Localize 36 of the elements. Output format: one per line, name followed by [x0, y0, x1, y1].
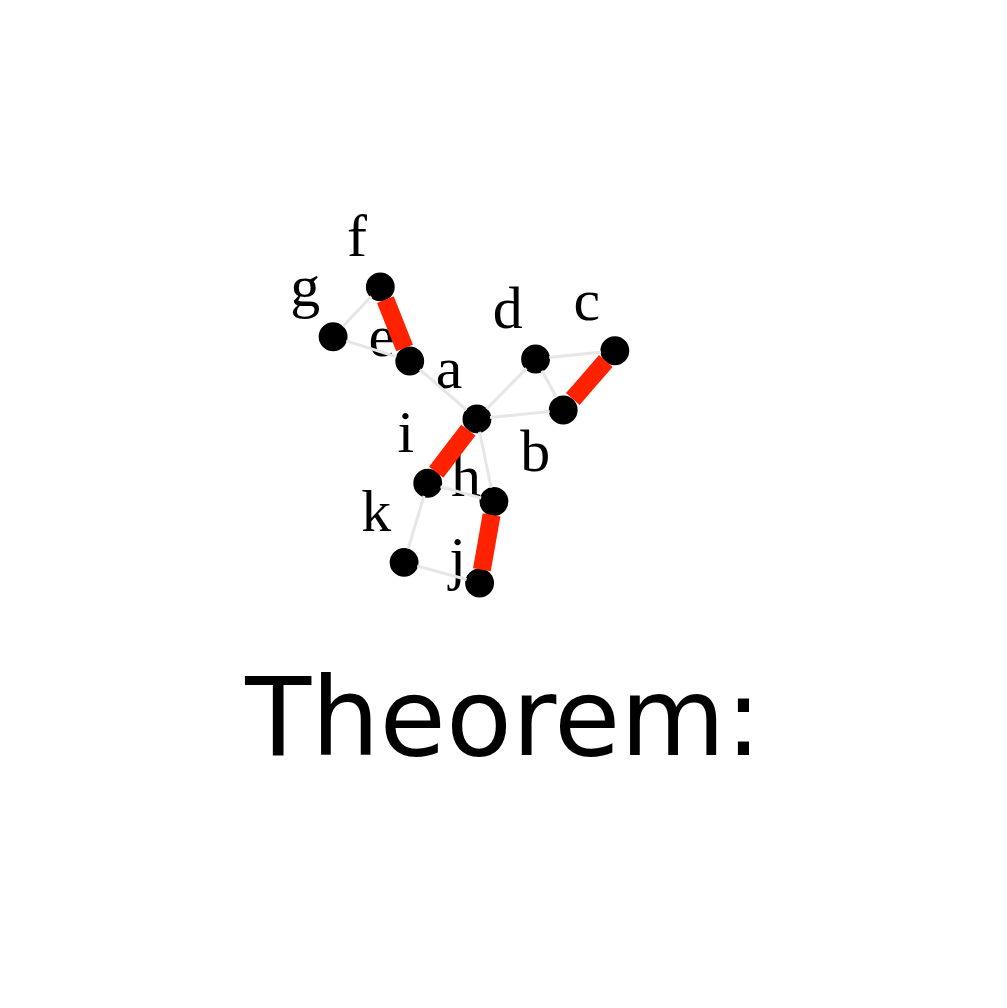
node-circle [548, 395, 578, 424]
node-label: g [290, 252, 321, 319]
connector [345, 338, 397, 358]
node-circle [462, 403, 492, 433]
node-label: k [361, 477, 392, 544]
node-circle [465, 568, 495, 597]
node-label: f [346, 202, 367, 269]
connector [549, 350, 602, 359]
node-label: b [520, 417, 551, 484]
node-circle [479, 486, 509, 516]
connector [418, 368, 468, 411]
node-label: d [492, 274, 523, 341]
node-circle [600, 335, 630, 365]
connector [485, 366, 528, 410]
connector [416, 564, 467, 581]
connector [489, 409, 550, 419]
node-circle [318, 321, 348, 351]
node-circle [521, 344, 551, 373]
node-label: j [449, 524, 466, 591]
connector [540, 369, 558, 398]
connector [566, 354, 613, 405]
connector [473, 512, 501, 571]
connector [377, 295, 413, 351]
node-circle [395, 346, 425, 375]
node-label: a [435, 334, 463, 401]
connector [341, 294, 373, 327]
connector [406, 494, 426, 549]
connector [440, 484, 482, 499]
connector [478, 431, 493, 488]
connector [429, 424, 476, 478]
node-circle [365, 271, 395, 301]
node-circle [389, 547, 419, 577]
node-label: i [397, 398, 415, 465]
node-label: c [573, 266, 601, 333]
label: Theorem: [245, 654, 762, 780]
node-circle [413, 468, 443, 498]
